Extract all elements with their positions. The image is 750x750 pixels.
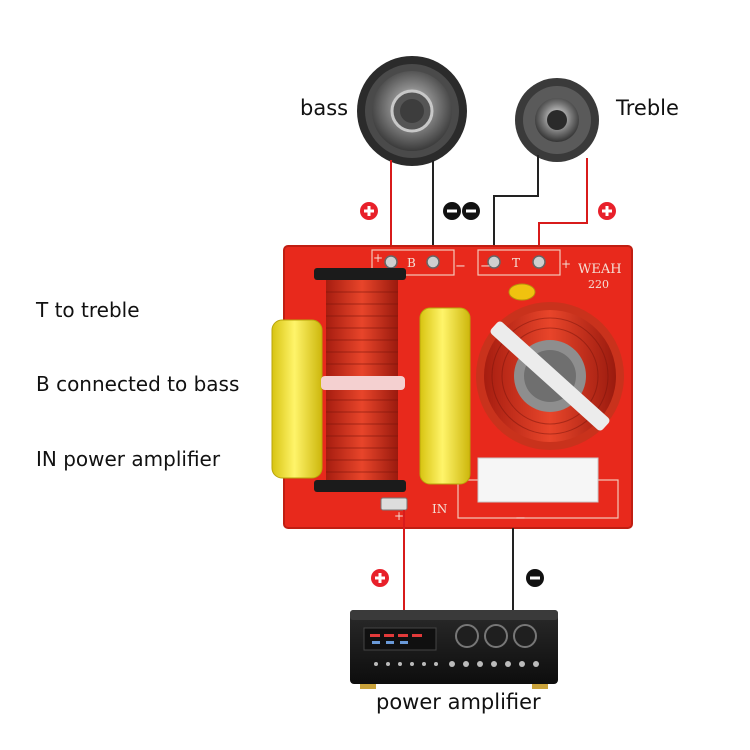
bass-label: bass <box>300 96 349 120</box>
board-model: WEAH <box>578 262 622 277</box>
bass-terminals <box>384 255 440 269</box>
treble-inductor <box>476 302 624 450</box>
legend-in-amplifier: IN power amplifier <box>36 447 221 471</box>
amp-knob <box>513 624 537 648</box>
treble-positive-wire <box>538 158 588 258</box>
board-in-mark: IN <box>432 502 447 516</box>
board-b-mark: B <box>407 256 416 270</box>
board-plus-mark: + <box>373 251 383 265</box>
treble-speaker <box>515 78 599 162</box>
bass-inductor <box>314 268 406 492</box>
board-minus-mark: − <box>515 511 526 526</box>
amplifier-label: power amplifier <box>376 690 541 714</box>
board-t-mark: T <box>512 256 520 270</box>
minus-circle-icon <box>526 569 544 587</box>
board-minus-mark: − <box>480 259 491 274</box>
legend-b-to-bass: B connected to bass <box>36 372 240 396</box>
treble-label: Treble <box>616 96 679 120</box>
ceramic-resistor <box>477 457 599 503</box>
bass-speaker <box>357 56 467 166</box>
board-plus-mark: + <box>561 257 571 271</box>
treble-terminals <box>487 255 546 269</box>
input-terminal <box>380 497 408 511</box>
plus-circle-icon <box>598 202 616 220</box>
board-plus-mark: + <box>394 509 404 523</box>
minus-circle-icon <box>443 202 461 220</box>
amp-knob <box>455 624 479 648</box>
minus-circle-icon <box>462 202 480 220</box>
power-amplifier <box>350 610 558 689</box>
capacitor-middle <box>419 307 471 485</box>
plus-circle-icon <box>360 202 378 220</box>
ceramic-capacitor <box>508 283 536 301</box>
capacitor-left <box>271 319 323 479</box>
crossover-board: + B − − T + WEAH 220 IN + − <box>271 245 633 529</box>
amp-knob <box>484 624 508 648</box>
plus-circle-icon <box>371 569 389 587</box>
treble-negative-wire <box>493 155 539 258</box>
board-model-number: 220 <box>588 278 609 291</box>
board-minus-mark: − <box>455 259 466 274</box>
legend-t-to-treble: T to treble <box>36 298 140 322</box>
